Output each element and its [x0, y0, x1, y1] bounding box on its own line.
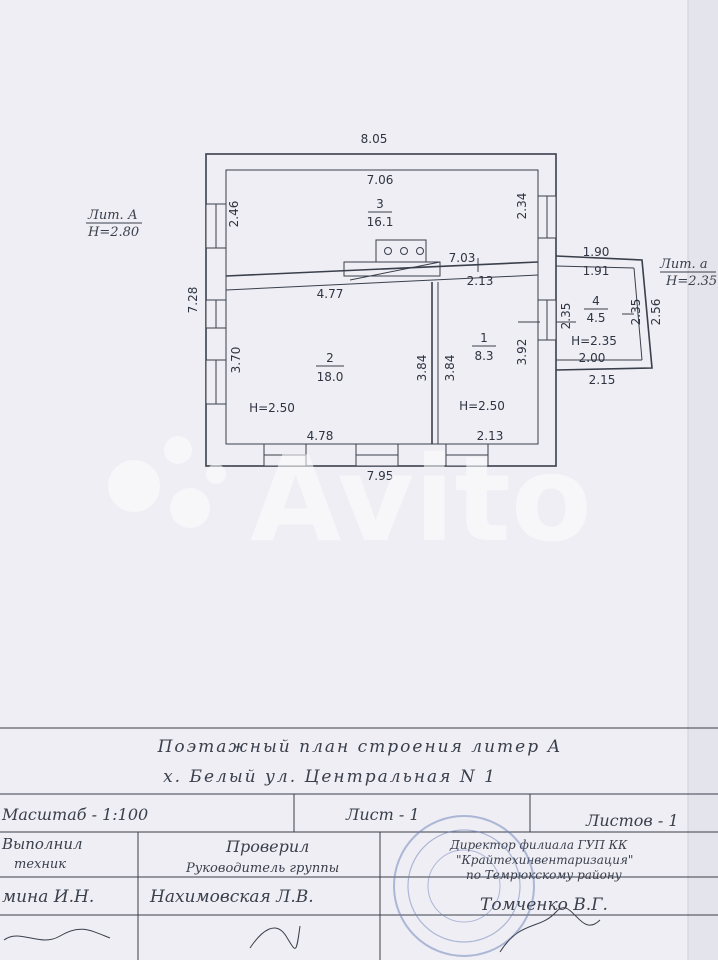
dim-right-top: 2.34 — [515, 193, 529, 220]
room-1-area: 8.3 — [474, 349, 493, 363]
dim-bottom-outer: 7.95 — [367, 469, 394, 483]
executor-name: мина И.Н. — [2, 887, 94, 907]
dim-ext-left: 2.35 — [559, 303, 573, 330]
dim-3-84-a: 3.84 — [415, 355, 429, 382]
room-4-height: H=2.35 — [571, 334, 617, 348]
signature-checker — [249, 925, 301, 949]
dim-ext-right1: 2.35 — [629, 299, 643, 326]
signature-director — [499, 907, 601, 953]
room-4-area: 4.5 — [586, 311, 605, 325]
room-1-height: H=2.50 — [459, 399, 505, 413]
watermark-logo: Avito — [108, 430, 592, 568]
svg-text:Avito: Avito — [250, 430, 592, 568]
dim-ext-top2: 1.91 — [583, 264, 610, 278]
dim-ext-bottom2: 2.15 — [589, 373, 616, 387]
lit-small-a-height: H=2.35 — [665, 274, 717, 289]
sheet-label: Лист - 1 — [345, 805, 420, 824]
dim-top-outer: 8.05 — [361, 132, 388, 146]
director-name: Томченко В.Г. — [480, 895, 608, 915]
dim-2-13: 2.13 — [467, 274, 494, 288]
room-3-area: 16.1 — [367, 215, 394, 229]
dim-7-03: 7.03 — [449, 251, 476, 265]
dim-ext-right2: 2.56 — [649, 299, 663, 326]
dim-3-92: 3.92 — [515, 339, 529, 366]
checked-role: Руководитель группы — [185, 861, 339, 876]
director-line-1: Директор филиала ГУП КК — [449, 838, 628, 852]
checker-name: Нахимовская Л.В. — [149, 887, 314, 907]
executed-label: Выполнил — [1, 835, 83, 853]
dim-4-77: 4.77 — [317, 287, 344, 301]
sheets-label: Листов - 1 — [585, 811, 679, 830]
room-1-number: 1 — [480, 331, 488, 345]
dim-3-84-b: 3.84 — [443, 355, 457, 382]
plan-address: х. Белый ул. Центральная N 1 — [163, 767, 497, 787]
partition-wall — [225, 261, 539, 277]
dim-left-top: 2.46 — [227, 201, 241, 228]
dim-ext-bottom1: 2.00 — [579, 351, 606, 365]
checked-label: Проверил — [225, 837, 309, 856]
lit-small-a-label: Лит. а — [659, 257, 708, 272]
room-4-number: 4 — [592, 294, 600, 308]
dim-left-outer: 7.28 — [186, 287, 200, 314]
room-2-number: 2 — [326, 351, 334, 365]
plan-title: Поэтажный план строения литер А — [157, 737, 563, 757]
title-block-grid — [0, 727, 718, 960]
extension-wall — [555, 255, 653, 371]
dim-ext-top1: 1.90 — [583, 245, 610, 259]
director-line-2: "Крайтехинвентаризация" — [456, 853, 633, 867]
signature-executor — [3, 928, 111, 941]
dim-room1-bottom: 2.13 — [477, 429, 504, 443]
official-seal — [393, 815, 535, 957]
dim-room2-bottom: 4.78 — [307, 429, 334, 443]
lit-a-label: Лит. А — [87, 208, 138, 223]
room-2-area: 18.0 — [317, 370, 344, 384]
room-3-number: 3 — [376, 197, 384, 211]
lit-a-height: H=2.80 — [87, 225, 139, 240]
page-edge — [688, 0, 718, 960]
room-2-height: H=2.50 — [249, 401, 295, 415]
executed-role: техник — [14, 857, 66, 872]
dim-room2-height: 3.70 — [229, 347, 243, 374]
director-line-3: по Темрюкскому району — [466, 868, 622, 882]
scale-label: Масштаб - 1:100 — [1, 805, 148, 824]
dim-top-inner: 7.06 — [367, 173, 394, 187]
